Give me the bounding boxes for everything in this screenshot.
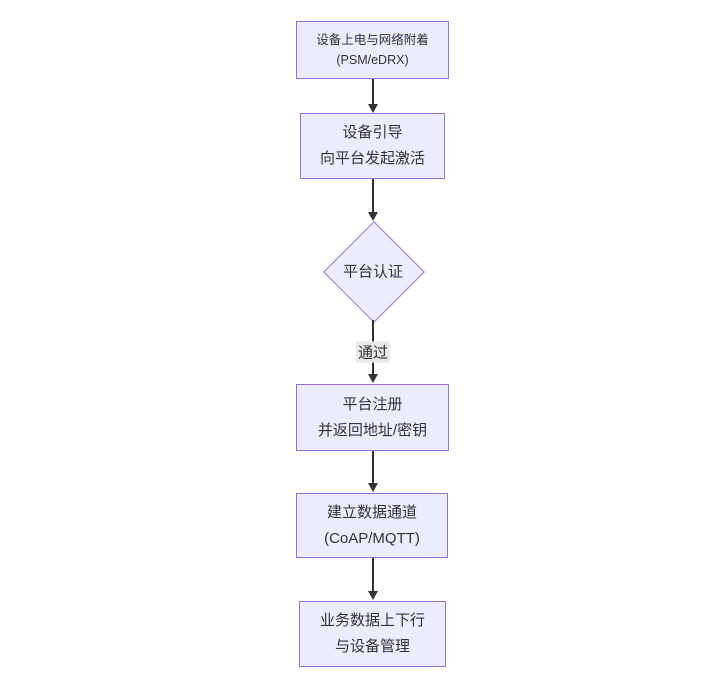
node-device-bootstrap: 设备引导 向平台发起激活 bbox=[300, 113, 445, 179]
arrowhead-down-icon bbox=[368, 374, 378, 383]
node-device-bootstrap-line2: 向平台发起激活 bbox=[319, 150, 425, 167]
node-data-channel-line2: (CoAP/MQTT) bbox=[324, 529, 420, 547]
node-device-power-attach-line2: (PSM/eDRX) bbox=[336, 53, 409, 67]
arrowhead-down-icon bbox=[368, 483, 378, 492]
edge-channel-to-business bbox=[372, 558, 374, 591]
node-platform-register-line2: 并返回地址/密钥 bbox=[317, 421, 428, 439]
edge-register-to-channel bbox=[372, 451, 374, 483]
node-data-channel-line1: 建立数据通道 bbox=[326, 503, 417, 521]
node-business-data-line2: 与设备管理 bbox=[334, 638, 410, 655]
edge-power-to-bootstrap bbox=[372, 79, 374, 104]
arrowhead-down-icon bbox=[368, 104, 378, 113]
node-business-data-line1: 业务数据上下行 bbox=[319, 612, 425, 629]
node-data-channel: 建立数据通道 (CoAP/MQTT) bbox=[296, 493, 448, 558]
node-platform-register: 平台注册 并返回地址/密钥 bbox=[296, 384, 449, 451]
node-business-data: 业务数据上下行 与设备管理 bbox=[299, 601, 446, 667]
node-platform-register-line1: 平台注册 bbox=[342, 395, 403, 413]
edge-label-pass: 通过 bbox=[355, 341, 391, 363]
arrowhead-down-icon bbox=[368, 591, 378, 600]
arrowhead-down-icon bbox=[368, 212, 378, 221]
node-device-power-attach-line1: 设备上电与网络附着 bbox=[316, 33, 429, 47]
decision-platform-auth-label: 平台认证 bbox=[342, 263, 404, 281]
node-device-bootstrap-line1: 设备引导 bbox=[342, 124, 403, 141]
edge-bootstrap-to-auth bbox=[372, 179, 374, 212]
node-device-power-attach: 设备上电与网络附着 (PSM/eDRX) bbox=[296, 21, 449, 79]
